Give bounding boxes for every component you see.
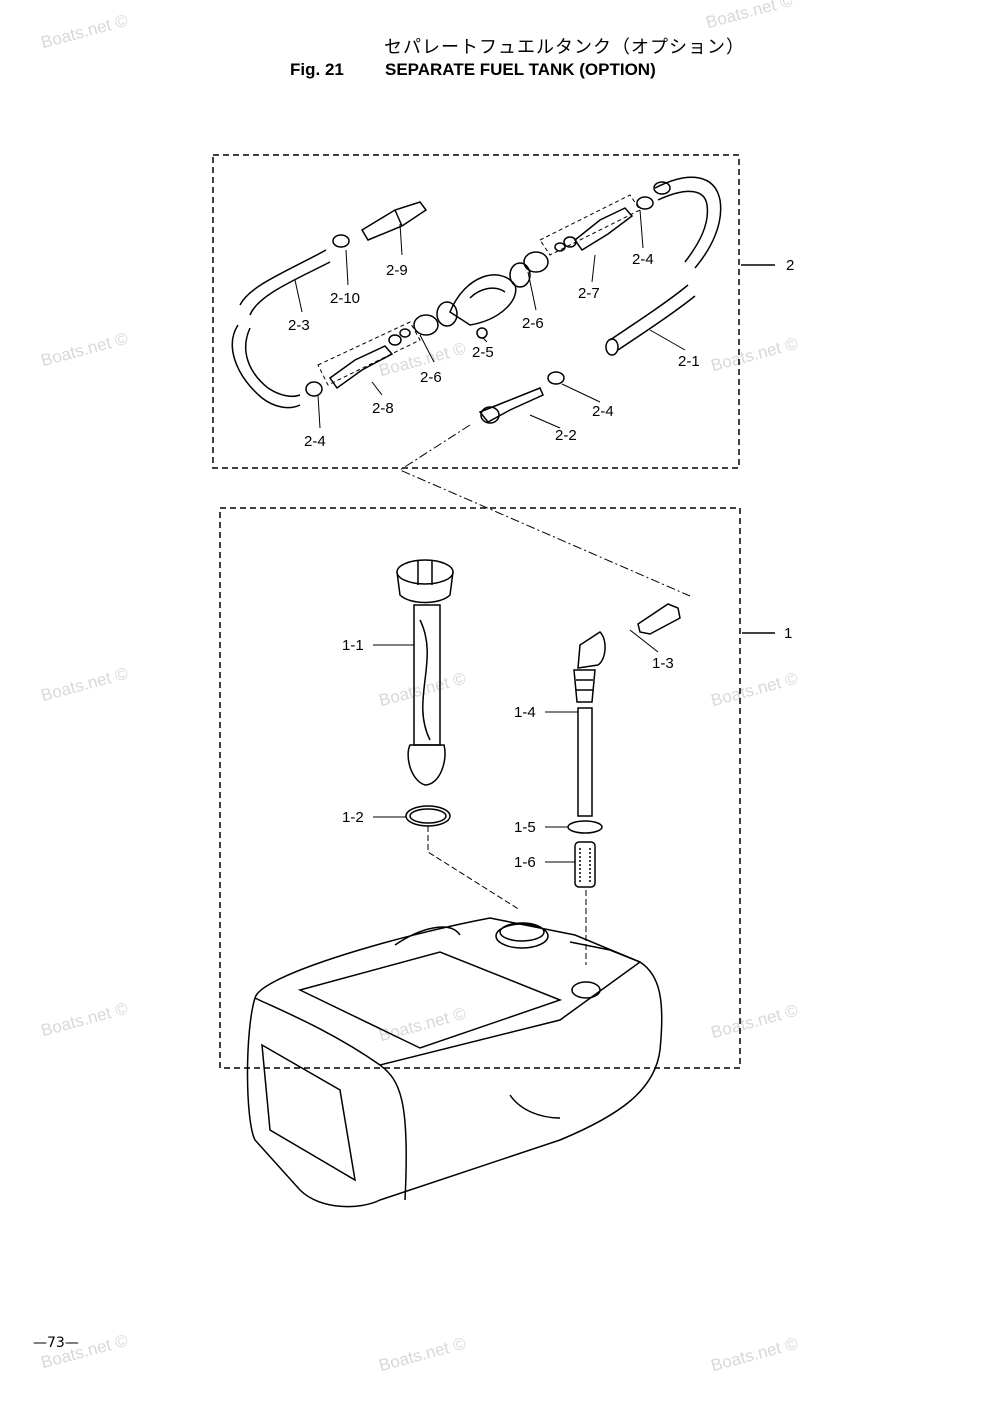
callout-2-2: 2-2	[555, 427, 577, 444]
callout-2-1: 2-1	[678, 353, 700, 370]
callout-group-1: 1	[784, 625, 792, 642]
connector-2-8	[328, 328, 411, 390]
hose-clamps	[305, 181, 671, 397]
callout-2-4-left: 2-4	[304, 433, 326, 450]
callout-2-8: 2-8	[372, 400, 394, 417]
pickup-tube-1-4	[573, 669, 596, 817]
o-ring-1-2	[405, 805, 451, 827]
o-ring-1-5	[567, 820, 603, 834]
callout-1-5: 1-5	[514, 819, 536, 836]
primer-bulb-2-5	[436, 262, 531, 339]
callout-1-2: 1-2	[342, 809, 364, 826]
fuel-tank	[246, 917, 663, 1208]
subgroup-2-8-boundary	[317, 321, 421, 386]
page-number: —73—	[33, 1335, 79, 1351]
hose-2-3	[231, 249, 331, 409]
callout-group-2: 2	[786, 257, 794, 274]
connector-2-7	[554, 207, 634, 252]
figure-number: Fig. 21	[290, 60, 344, 79]
connector-2-2	[478, 387, 544, 424]
subgroup-2-7-boundary	[539, 194, 641, 256]
joint-1-3	[577, 603, 681, 669]
leaders-group-1	[373, 629, 659, 863]
gauge-install-line	[427, 826, 521, 911]
callout-2-10: 2-10	[330, 290, 360, 307]
connection-chain-line	[398, 424, 691, 597]
callout-2-6-right: 2-6	[522, 315, 544, 332]
callout-2-3: 2-3	[288, 317, 310, 334]
callout-2-5: 2-5	[472, 344, 494, 361]
group-1-boundary	[219, 507, 741, 1069]
callout-2-7: 2-7	[578, 285, 600, 302]
callout-1-6: 1-6	[514, 854, 536, 871]
callout-2-4-right: 2-4	[592, 403, 614, 420]
filter-1-6	[574, 841, 596, 888]
callout-2-9: 2-9	[386, 262, 408, 279]
callout-1-4: 1-4	[514, 704, 536, 721]
callout-1-3: 1-3	[652, 655, 674, 672]
title-english: SEPARATE FUEL TANK (OPTION)	[385, 60, 656, 79]
callout-2-6-left: 2-6	[420, 369, 442, 386]
hose-2-1	[605, 176, 722, 356]
leaders-group-2	[294, 209, 686, 429]
callout-2-4-top: 2-4	[632, 251, 654, 268]
group-2-boundary	[212, 154, 740, 469]
title-japanese: セパレートフュエルタンク（オプション）	[384, 37, 745, 58]
fuel-gauge-1-1	[396, 559, 454, 786]
callout-1-1: 1-1	[342, 637, 364, 654]
connector-2-9	[360, 201, 428, 241]
